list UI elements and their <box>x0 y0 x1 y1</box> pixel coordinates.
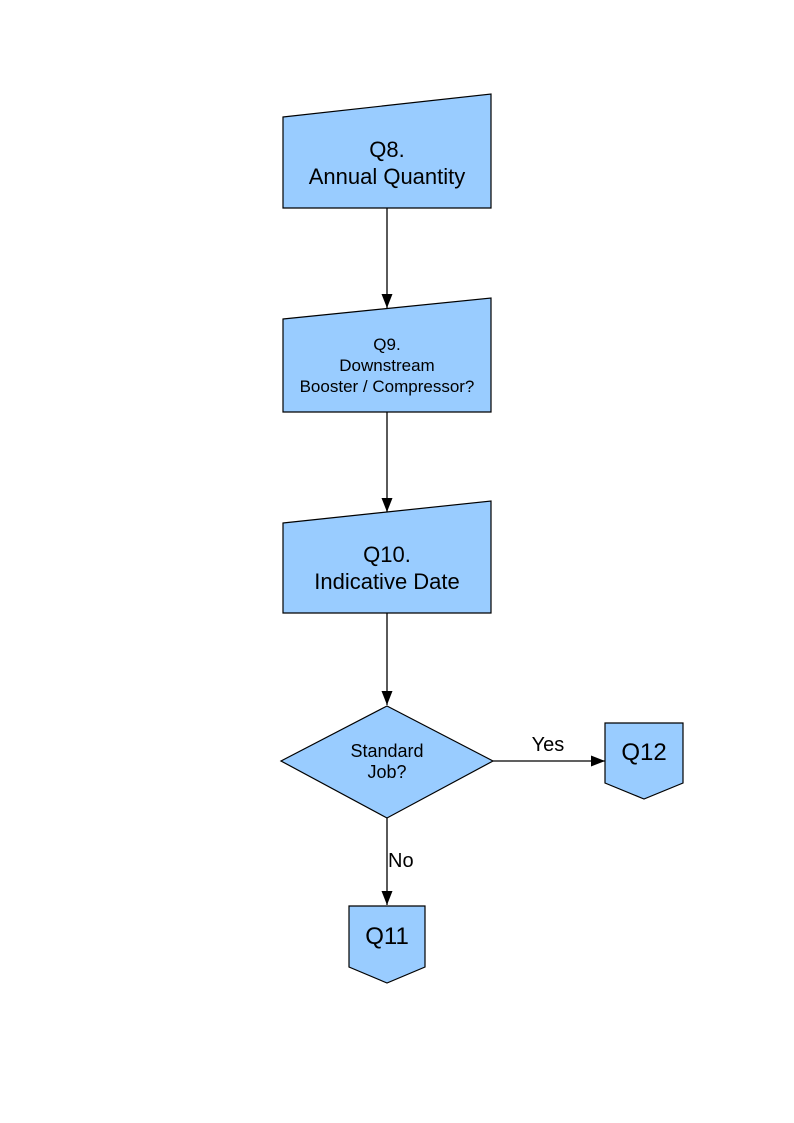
node-q8-label: Q8. Annual Quantity <box>283 117 491 208</box>
edge-yes-label: Yes <box>508 733 588 757</box>
node-q11-label: Q11 <box>349 906 425 967</box>
node-q8-shape <box>282 93 492 209</box>
node-q9-shape <box>282 297 492 413</box>
edge-yes-text: Yes <box>531 733 565 756</box>
edge-no-text: No <box>388 850 414 872</box>
node-q10-line1: Q10. <box>363 542 411 567</box>
node-q8-line1: Q8. <box>369 136 405 162</box>
node-decision-line2: Job? <box>367 762 407 782</box>
node-q12-label: Q12 <box>605 723 683 783</box>
node-q9-line2: Downstream <box>339 356 435 375</box>
node-q12-shape <box>604 722 684 800</box>
node-q8-line2: Annual Quantity <box>308 163 466 189</box>
node-q9-line1: Q9. <box>373 335 401 354</box>
node-q9-label: Q9. Downstream Booster / Compressor? <box>283 319 491 412</box>
node-q12-text: Q12 <box>621 739 667 766</box>
node-q11-shape <box>348 905 426 984</box>
node-q10-line2: Indicative Date <box>314 569 460 594</box>
edge-no-label: No <box>388 850 414 873</box>
node-q11-text: Q11 <box>365 922 409 950</box>
node-decision-line1: Standard <box>350 741 424 761</box>
node-q10-label: Q10. Indicative Date <box>283 523 491 613</box>
node-decision-label: Standard Job? <box>287 706 487 818</box>
node-q10-shape <box>282 500 492 614</box>
node-q9-line3: Booster / Compressor? <box>299 377 475 396</box>
